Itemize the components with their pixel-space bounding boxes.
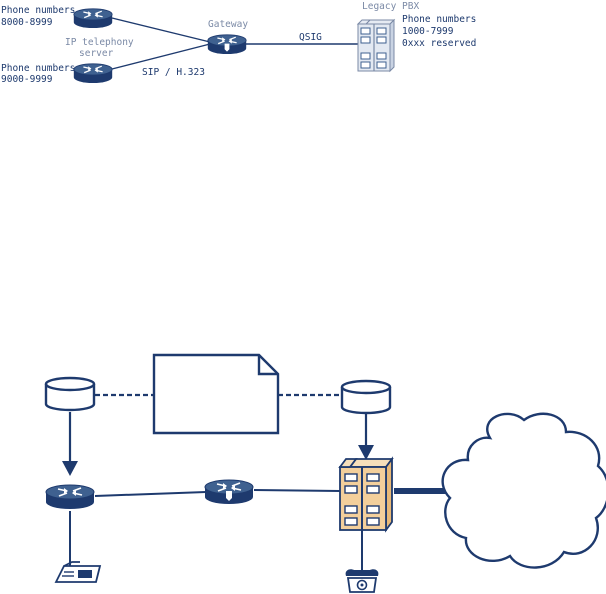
ip-phone-icon — [54, 561, 102, 583]
link-router-a-gateway — [111, 17, 211, 43]
arrow-db-to-router — [62, 412, 78, 476]
pbx-cabinet-icon — [356, 18, 396, 73]
label-ip-telephony-server-line2: server — [79, 48, 114, 59]
label-phone-numbers-a: Phone numbers — [1, 5, 75, 16]
label-gateway: Gateway — [208, 19, 248, 30]
router-icon — [45, 484, 95, 510]
database-icon — [340, 379, 392, 415]
link-gateway-pbx — [253, 489, 341, 492]
document-icon — [152, 353, 280, 435]
label-ip-telephony-server-line1: IP telephony — [65, 37, 134, 48]
top-diagram: Phone numbers 8000-8999 IP telephony ser… — [1, 1, 476, 85]
cloud-icon — [441, 412, 606, 569]
telephone-icon — [345, 569, 379, 593]
router-icon — [73, 63, 113, 84]
database-icon — [44, 376, 96, 412]
label-pbx-phone-numbers: Phone numbers — [402, 14, 476, 25]
label-range-b: 9000-9999 — [1, 74, 53, 85]
pbx-cabinet-icon — [338, 456, 394, 533]
label-protocol: SIP / H.323 — [142, 67, 205, 78]
router-icon — [73, 8, 113, 29]
link-router-b-gateway — [111, 43, 211, 70]
arrow-db-to-pbx — [358, 414, 374, 460]
label-legacy-pbx: Legacy PBX — [362, 1, 419, 12]
gateway-router-icon — [208, 35, 246, 54]
label-phone-numbers-b: Phone numbers — [1, 63, 75, 74]
label-range-a: 8000-8999 — [1, 17, 53, 28]
gateway-router-icon — [205, 480, 253, 504]
link-router-gateway — [94, 491, 207, 497]
label-link-qsig: QSIG — [299, 32, 322, 43]
label-pbx-range: 1000-7999 — [402, 26, 454, 37]
label-pbx-reserved: 0xxx reserved — [402, 38, 476, 49]
bottom-diagram — [44, 353, 606, 593]
